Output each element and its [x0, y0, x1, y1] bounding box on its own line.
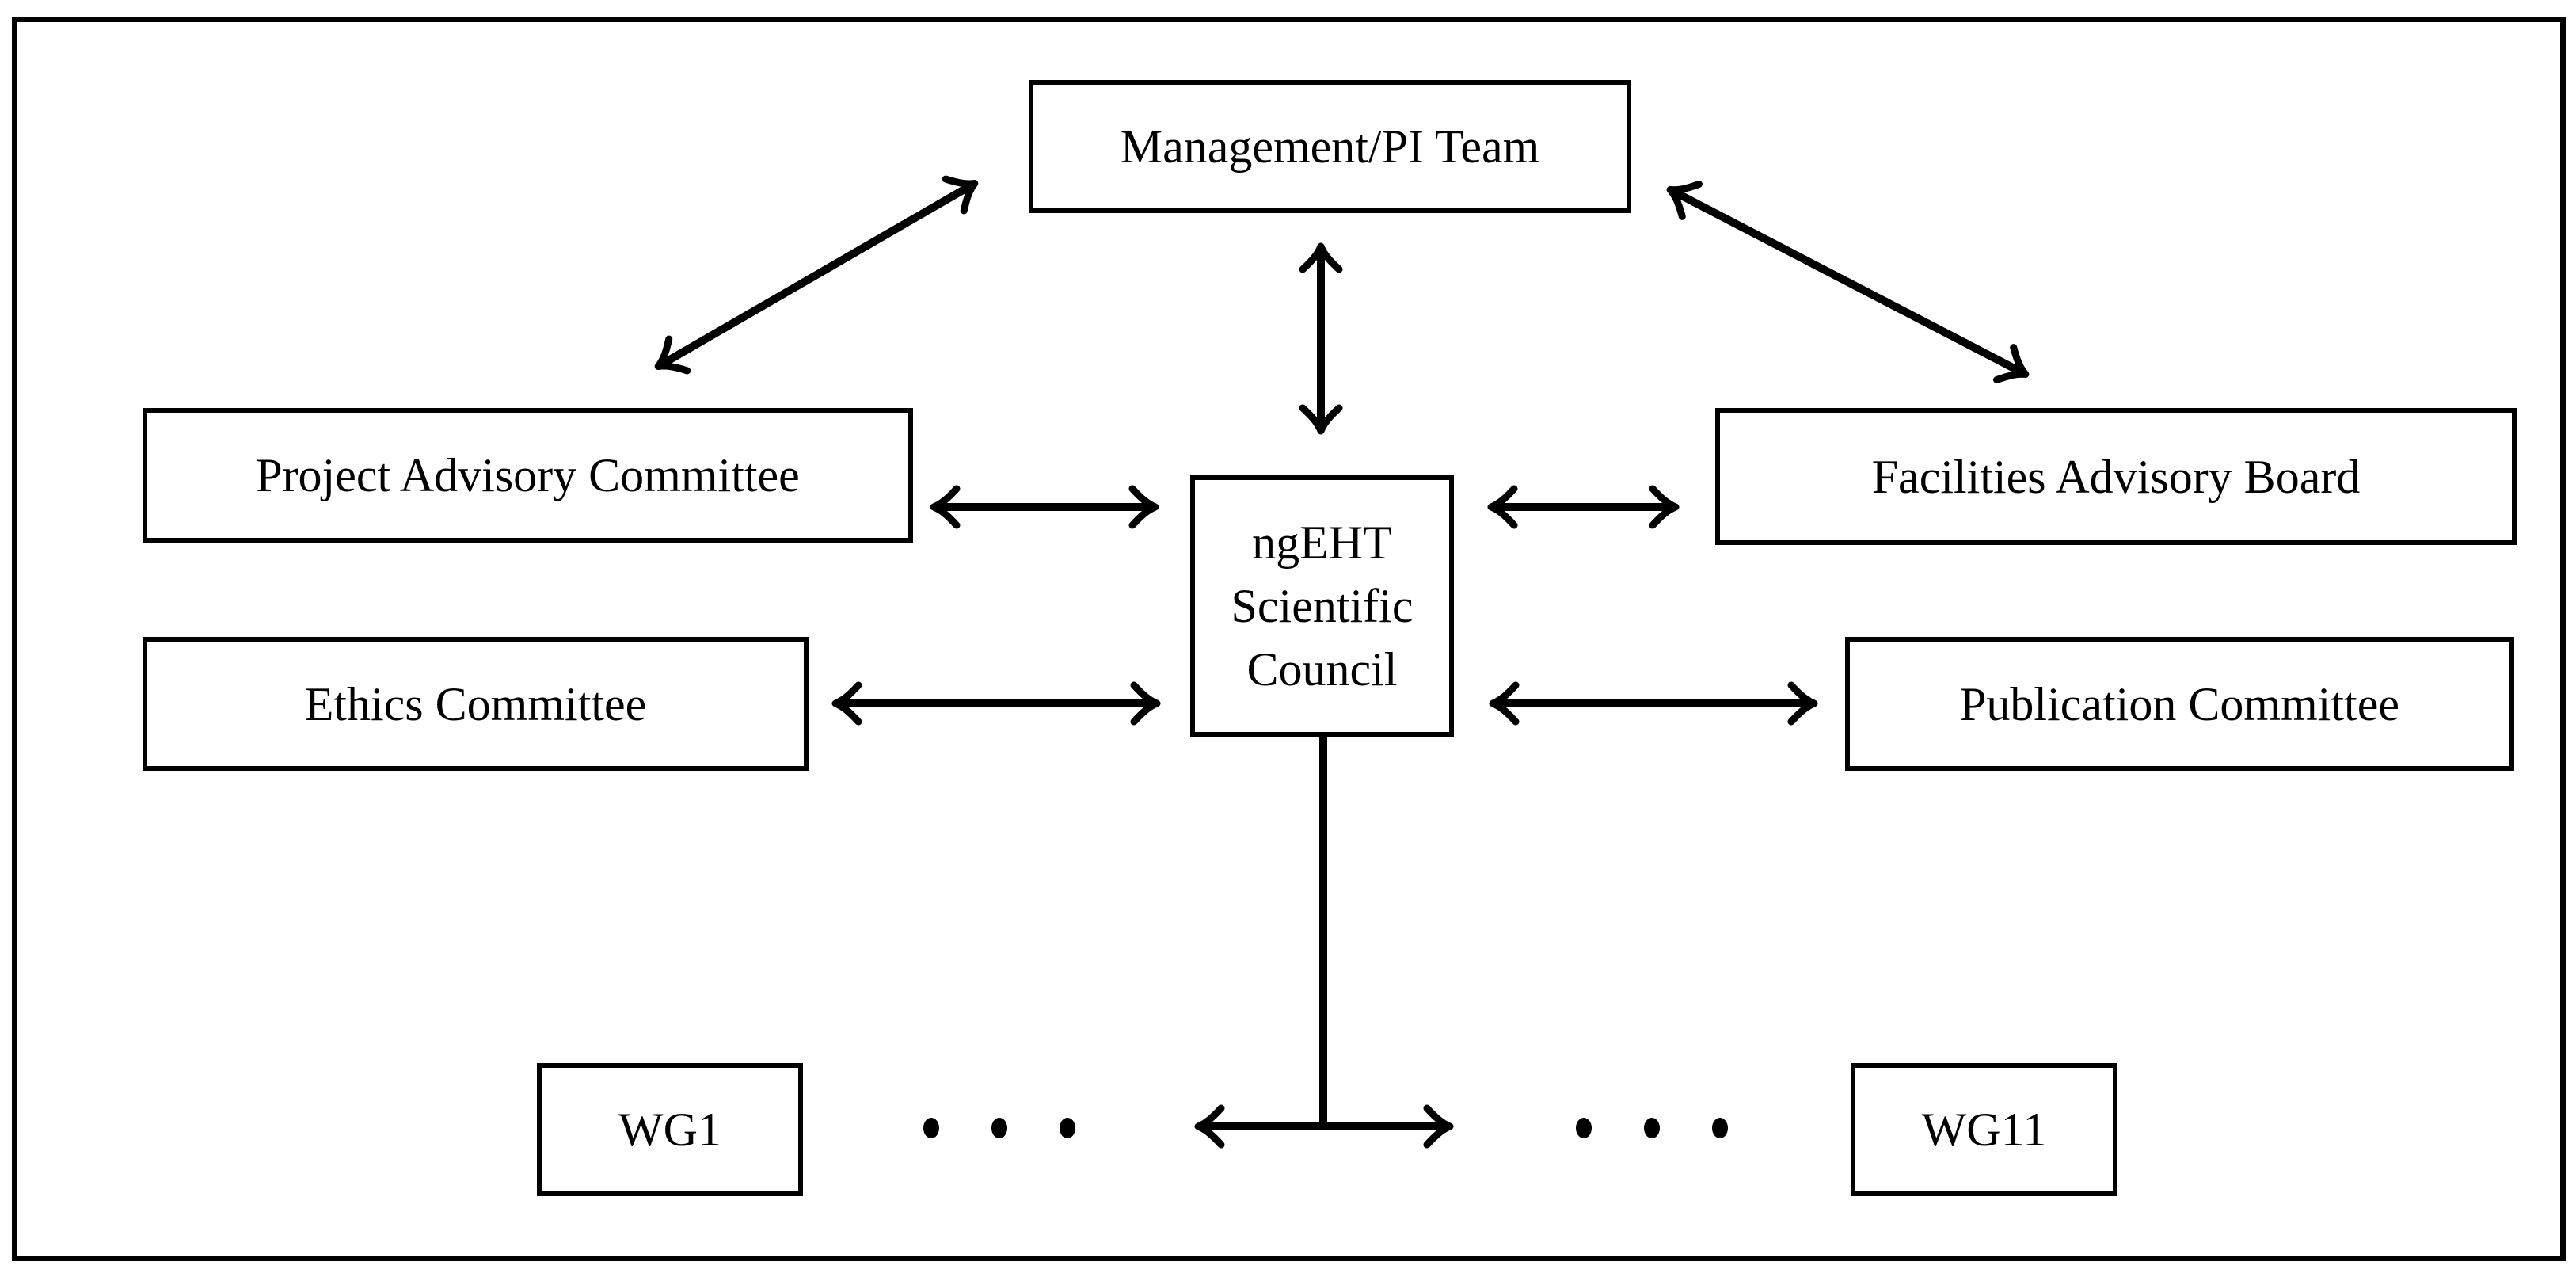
ellipsis-dots-right: [1576, 1118, 1728, 1138]
ellipsis-dot: [1712, 1118, 1728, 1138]
arrow-management-project-advisory: [654, 175, 979, 375]
node-council-label-line3: Council: [1246, 643, 1398, 696]
ellipsis-dot: [923, 1118, 939, 1138]
node-management-pi-team: Management/PI Team: [1029, 80, 1631, 213]
node-project-advisory-committee: Project Advisory Committee: [143, 408, 913, 543]
ellipsis-dot: [1060, 1118, 1075, 1138]
node-ethics-label: Ethics Committee: [304, 677, 647, 730]
node-council-label-line1: ngEHT: [1252, 516, 1392, 569]
node-publication-label: Publication Committee: [1960, 677, 2399, 730]
ellipsis-dot: [991, 1118, 1007, 1138]
ellipsis-dot: [1576, 1118, 1592, 1138]
figure-border: [12, 17, 2566, 1261]
node-ethics-committee: Ethics Committee: [143, 637, 809, 771]
node-council-label-line2: Scientific: [1231, 580, 1414, 632]
node-wg11: WG11: [1851, 1063, 2117, 1196]
ellipsis-dot: [1644, 1118, 1660, 1138]
node-management-label: Management/PI Team: [1120, 120, 1540, 173]
node-project-advisory-label: Project Advisory Committee: [256, 449, 800, 501]
node-ngeht-scientific-council: ngEHT Scientific Council: [1190, 475, 1454, 737]
node-wg11-label: WG11: [1921, 1103, 2047, 1156]
node-wg1: WG1: [537, 1063, 803, 1196]
ellipsis-dots-left: [923, 1118, 1075, 1138]
node-facilities-advisory-board: Facilities Advisory Board: [1715, 408, 2517, 545]
node-facilities-advisory-label: Facilities Advisory Board: [1871, 450, 2361, 503]
arrow-management-facilities: [1666, 180, 2030, 384]
node-wg1-label: WG1: [618, 1103, 721, 1156]
node-publication-committee: Publication Committee: [1845, 637, 2514, 771]
